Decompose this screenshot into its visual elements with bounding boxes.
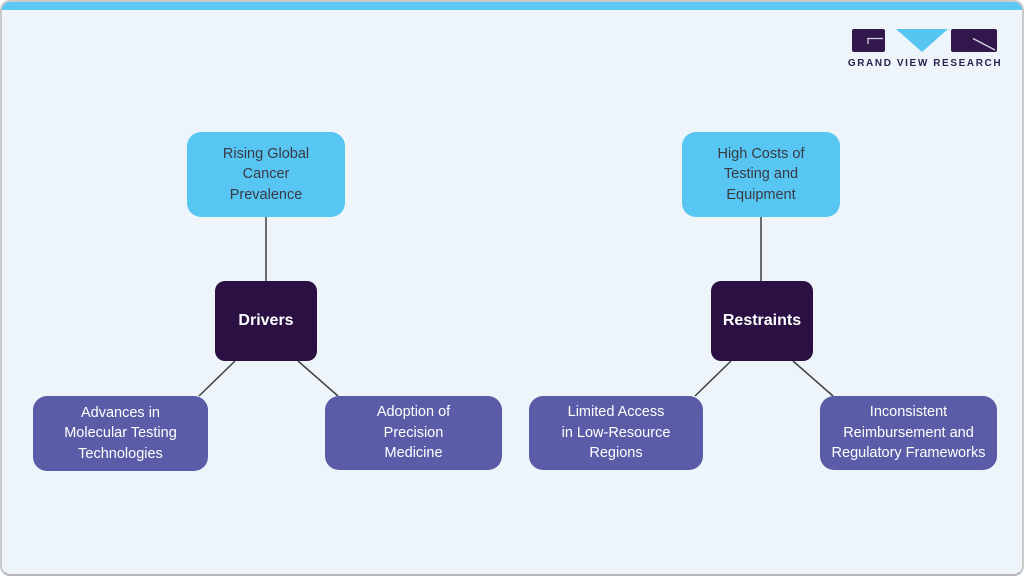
gvr-logo-text: GRAND VIEW RESEARCH — [847, 58, 1003, 69]
driver-effect-box-adoption: Adoption of Precision Medicine — [325, 396, 502, 470]
restraints-hub-box: Restraints — [711, 281, 813, 361]
driver-cause-box: Rising Global Cancer Prevalence — [187, 132, 345, 217]
restraint-effect-box-limited-access: Limited Access in Low-Resource Regions — [529, 396, 703, 470]
driver-effect-box-advances: Advances in Molecular Testing Technologi… — [33, 396, 208, 471]
gvr-logo-icon — [852, 29, 997, 52]
grand-view-research-logo: GRAND VIEW RESEARCH — [847, 29, 1003, 69]
drivers-hub-box: Drivers — [215, 281, 317, 361]
restraint-effect-box-inconsistent-reimbursement: Inconsistent Reimbursement and Regulator… — [820, 396, 997, 470]
top-accent-bar — [2, 2, 1022, 10]
restraint-cause-box: High Costs of Testing and Equipment — [682, 132, 840, 217]
